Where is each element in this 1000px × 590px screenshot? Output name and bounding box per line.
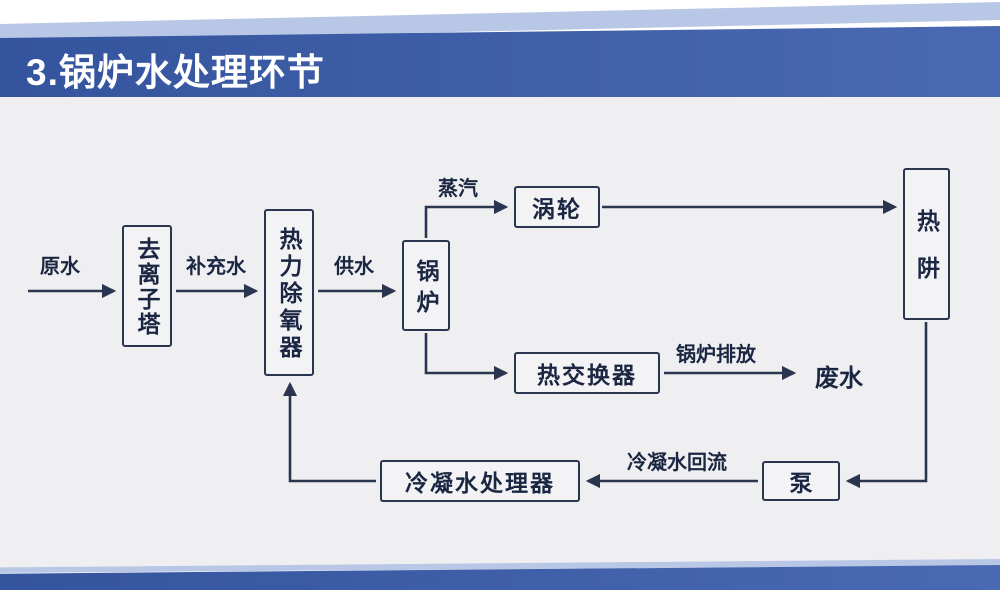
node-heat-sink-label: 热阱 — [913, 209, 940, 303]
node-boiler-label: 锅炉 — [413, 258, 439, 321]
header-bar — [0, 26, 1000, 97]
node-turbine: 涡轮 — [514, 186, 600, 228]
node-thermal-deaerator-label: 热力除氧器 — [276, 227, 302, 362]
node-deionizer-tower: 去离子塔 — [122, 225, 172, 347]
flow-label-makeup-water: 补充水 — [186, 256, 246, 278]
flow-label-waste-water: 废水 — [815, 365, 863, 392]
node-boiler: 锅炉 — [402, 240, 450, 331]
node-pump-label: 泵 — [789, 470, 813, 496]
node-pump: 泵 — [762, 461, 840, 501]
flow-label-boiler-blowdown: 锅炉排放 — [676, 344, 756, 366]
page-title: 3.锅炉水处理环节 — [26, 52, 325, 93]
node-heat-exchanger: 热交换器 — [514, 352, 660, 394]
flow-label-feed-water: 供水 — [334, 256, 374, 278]
node-turbine-label: 涡轮 — [532, 196, 582, 222]
node-condensate-processor: 冷凝水处理器 — [380, 460, 580, 502]
node-heat-exchanger-label: 热交换器 — [537, 362, 637, 388]
node-thermal-deaerator: 热力除氧器 — [264, 209, 314, 376]
flow-label-condensate-return: 冷凝水回流 — [627, 452, 727, 474]
node-heat-sink: 热阱 — [903, 168, 950, 320]
flow-label-raw-water: 原水 — [40, 256, 80, 278]
flow-label-steam: 蒸汽 — [438, 178, 478, 200]
node-condensate-processor-label: 冷凝水处理器 — [405, 470, 555, 496]
node-deionizer-tower-label: 去离子塔 — [134, 237, 160, 337]
